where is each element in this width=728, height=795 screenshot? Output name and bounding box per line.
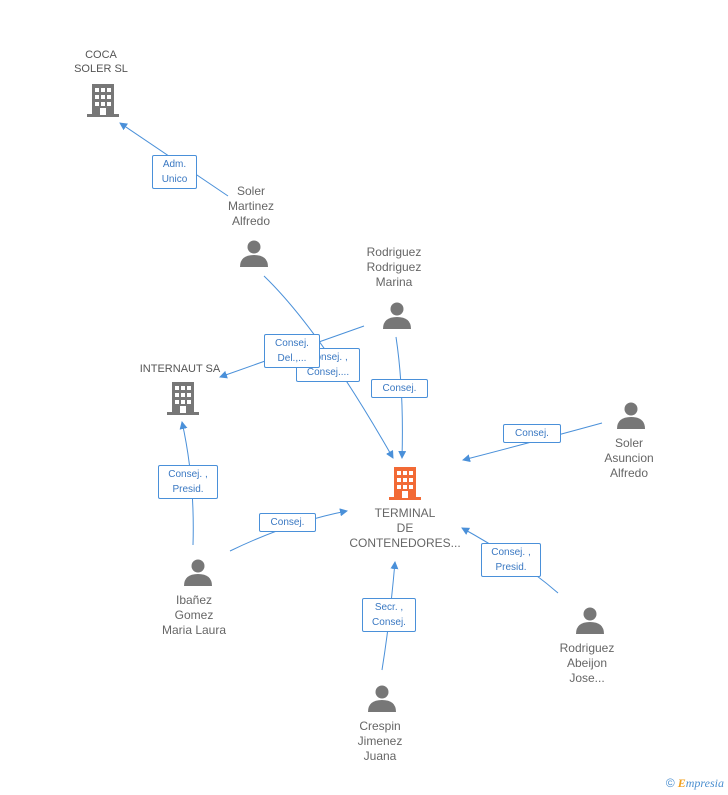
- edge-label-secr-consej: Secr. , Consej.: [362, 598, 416, 632]
- node-label-rodriguez-marina[interactable]: Rodriguez Rodriguez Marina: [366, 245, 422, 289]
- person-icon: [368, 685, 396, 712]
- person-icon: [576, 607, 604, 634]
- building-icon: [87, 84, 119, 117]
- person-icon: [240, 240, 268, 267]
- person-icon: [617, 402, 645, 429]
- node-label-crespin[interactable]: Crespin Jimenez Juana: [357, 719, 403, 763]
- edge-label-adm-unico: Adm. Unico: [152, 155, 197, 189]
- brand-name: mpresia: [685, 776, 724, 790]
- edge-label-consej-presid-abeijon: Consej. , Presid.: [481, 543, 541, 577]
- building-icon: [167, 382, 199, 415]
- node-label-coca-soler[interactable]: COCA SOLER SL: [74, 49, 128, 75]
- node-label-rodriguez-abeijon[interactable]: Rodriguez Abeijon Jose...: [559, 641, 615, 685]
- node-label-soler-asuncion[interactable]: Soler Asuncion Alfredo: [604, 436, 654, 480]
- edge-label-consej-ibanez: Consej.: [259, 513, 316, 532]
- node-label-internaut[interactable]: INTERNAUT SA: [139, 363, 221, 375]
- building-icon: [389, 467, 421, 500]
- person-icon: [383, 302, 411, 329]
- person-icon: [184, 559, 212, 586]
- edge-label-consej-presid-internaut: Consej. , Presid.: [158, 465, 218, 499]
- copyright-symbol: ©: [665, 776, 675, 790]
- empresia-logo: ©Empresia: [666, 776, 724, 791]
- node-label-ibanez[interactable]: Ibañez Gomez Maria Laura: [161, 593, 227, 637]
- edge-label-consej-del: Consej. Del.,...: [264, 334, 320, 368]
- node-label-terminal[interactable]: TERMINAL DE CONTENEDORES...: [349, 506, 461, 550]
- node-label-soler-martinez[interactable]: Soler Martinez Alfredo: [227, 184, 274, 228]
- edge-label-consej-marina: Consej.: [371, 379, 428, 398]
- edge-label-consej-asuncion: Consej.: [503, 424, 561, 443]
- brand-initial: E: [677, 776, 686, 790]
